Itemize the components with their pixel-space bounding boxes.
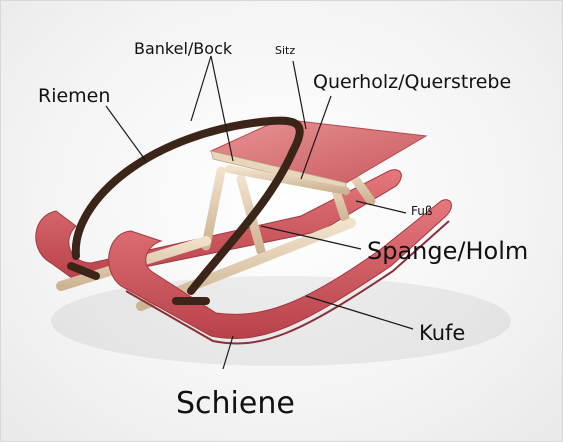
leader-sitz — [293, 61, 306, 129]
leader-fuss — [356, 201, 406, 213]
label-spange: Spange/Holm — [367, 239, 528, 263]
leader-bankel-right — [211, 56, 233, 161]
label-bankel: Bankel/Bock — [134, 41, 232, 57]
leader-riemen — [106, 106, 146, 161]
label-schiene: Schiene — [176, 389, 295, 419]
label-riemen: Riemen — [38, 87, 110, 106]
leader-bankel-left — [191, 56, 211, 121]
label-kufe: Kufe — [419, 323, 465, 344]
label-fuss: Fuß — [411, 205, 432, 217]
label-querholz: Querholz/Querstrebe — [313, 73, 511, 92]
label-sitz: Sitz — [275, 45, 295, 56]
